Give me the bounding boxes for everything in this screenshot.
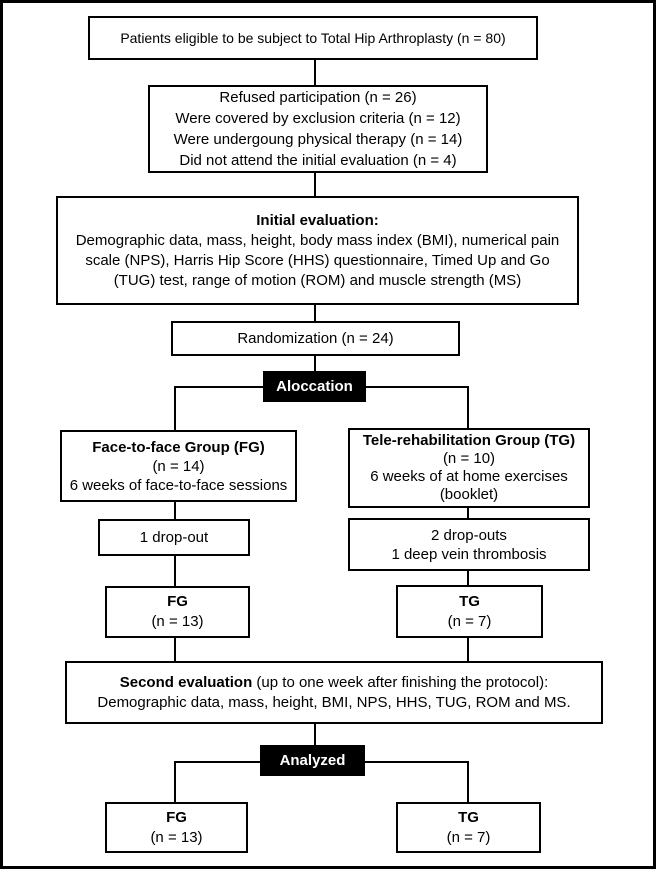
eligible-text: Patients eligible to be subject to Total… — [120, 30, 506, 46]
second-evaluation-body: Demographic data, mass, height, BMI, NPS… — [97, 693, 571, 711]
initial-evaluation-body: Demographic data, mass, height, body mas… — [75, 231, 560, 289]
tg-after-n: (n = 7) — [447, 612, 492, 630]
connector-fg-group-dropout — [174, 502, 176, 519]
stage-label-analyzed: Analyzed — [260, 745, 365, 776]
connector-excluded-initial — [314, 173, 316, 196]
box-fg-analyzed: FG (n = 13) — [105, 802, 248, 853]
box-fg-after-dropout: FG (n = 13) — [105, 586, 250, 638]
connector-initial-random — [314, 305, 316, 321]
connector-random-allocation — [314, 356, 316, 371]
box-excluded-patients: Refused participation (n = 26) Were cove… — [148, 85, 488, 173]
connector-second-analyzed — [314, 724, 316, 745]
connector-eligible-excluded — [314, 60, 316, 85]
second-evaluation-title-line: Second evaluation (up to one week after … — [120, 673, 549, 693]
box-randomization: Randomization (n = 24) — [171, 321, 460, 356]
initial-evaluation-title: Initial evaluation: — [256, 211, 379, 229]
box-tg-after-dropout: TG (n = 7) — [396, 585, 543, 638]
box-second-evaluation: Second evaluation (up to one week after … — [65, 661, 603, 724]
randomization-text: Randomization (n = 24) — [237, 329, 394, 347]
connector-branch-tg-final — [467, 761, 469, 802]
tg-group-desc: (booklet) — [439, 486, 499, 503]
excluded-line: Were undergoung physical therapy (n = 14… — [173, 131, 463, 148]
box-face-to-face-group: Face-to-face Group (FG) (n = 14) 6 weeks… — [60, 430, 297, 502]
tg-dropout-line: 2 drop-outs — [431, 526, 507, 544]
fg-dropout-line: 1 drop-out — [139, 528, 209, 546]
fg-analyzed-n: (n = 13) — [150, 828, 203, 846]
analyzed-label-text: Analyzed — [279, 752, 346, 769]
box-fg-dropout: 1 drop-out — [98, 519, 250, 556]
excluded-line: Refused participation (n = 26) — [219, 89, 417, 106]
fg-group-title: Face-to-face Group (FG) — [92, 438, 265, 456]
fg-group-n: (n = 14) — [152, 457, 205, 475]
stage-label-allocation: Aloccation — [263, 371, 366, 402]
excluded-line: Were covered by exclusion criteria (n = … — [175, 110, 461, 127]
box-eligible-patients: Patients eligible to be subject to Total… — [88, 16, 538, 60]
excluded-line: Did not attend the initial evaluation (n… — [179, 152, 457, 169]
fg-group-desc: 6 weeks of face-to-face sessions — [69, 476, 288, 494]
box-tg-dropout: 2 drop-outs 1 deep vein thrombosis — [348, 518, 590, 571]
tg-group-title: Tele-rehabilitation Group (TG) — [362, 432, 576, 449]
connector-fg-after-second — [174, 638, 176, 661]
connector-branch-tg-group — [467, 386, 469, 428]
connector-branch-fg-group — [174, 386, 176, 430]
allocation-label-text: Aloccation — [276, 378, 353, 395]
tg-group-desc: 6 weeks of at home exercises — [370, 468, 568, 485]
box-tele-rehabilitation-group: Tele-rehabilitation Group (TG) (n = 10) … — [348, 428, 590, 508]
connector-branch-fg-final — [174, 761, 176, 802]
fg-analyzed-title: FG — [166, 808, 187, 826]
tg-group-n: (n = 10) — [442, 450, 496, 467]
second-evaluation-title: Second evaluation — [119, 673, 253, 691]
fg-after-n: (n = 13) — [151, 613, 204, 630]
tg-analyzed-title: TG — [458, 808, 479, 826]
connector-tg-group-dropout — [467, 508, 469, 518]
fg-after-title: FG — [167, 593, 188, 610]
connector-tg-after-second — [467, 638, 469, 661]
tg-after-title: TG — [459, 592, 480, 610]
connector-tg-dropout-after — [467, 571, 469, 585]
box-initial-evaluation: Initial evaluation: Demographic data, ma… — [56, 196, 579, 305]
tg-dropout-line: 1 deep vein thrombosis — [391, 545, 547, 563]
connector-fg-dropout-after — [174, 556, 176, 586]
tg-analyzed-n: (n = 7) — [446, 828, 491, 846]
box-tg-analyzed: TG (n = 7) — [396, 802, 541, 853]
second-evaluation-title-suffix: (up to one week after finishing the prot… — [252, 673, 549, 691]
